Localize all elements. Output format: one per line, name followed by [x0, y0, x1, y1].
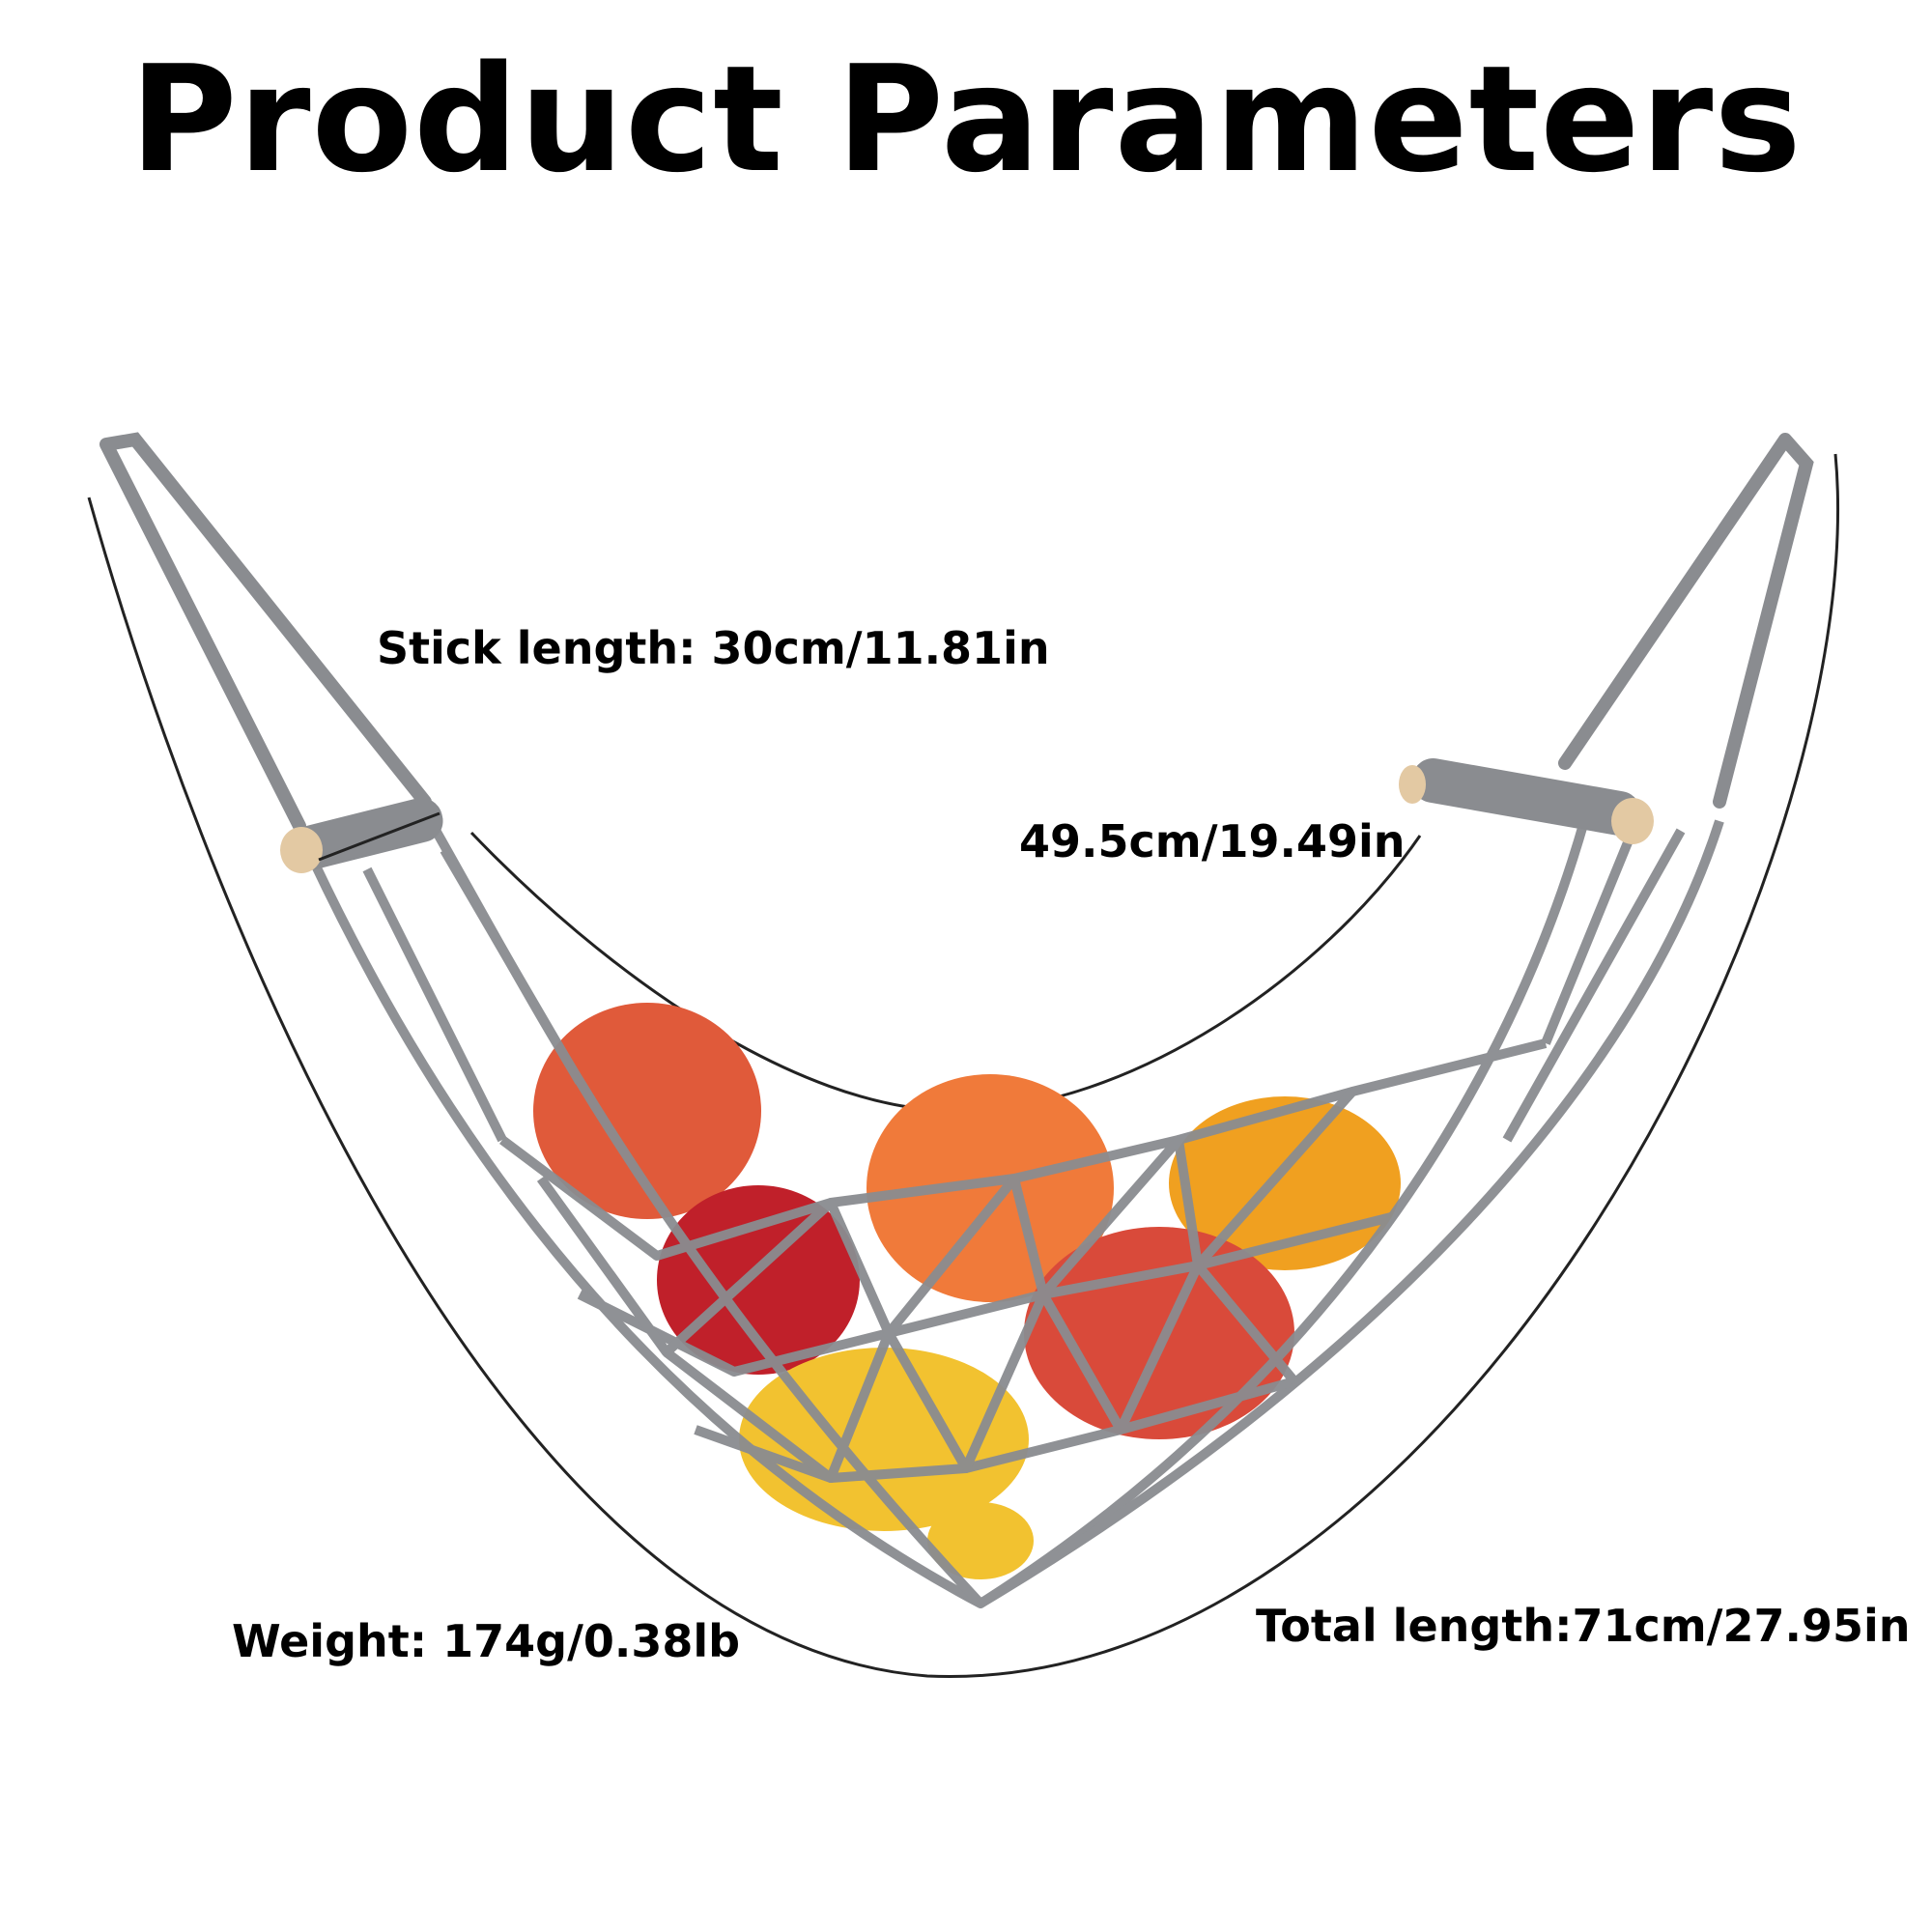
total-length-dimension-line: [87, 453, 1840, 1678]
inner-length-label: 49.5cm/19.49in: [1019, 815, 1406, 867]
stick-length-label: Stick length: 30cm/11.81in: [377, 622, 1050, 674]
wooden-sticks: [280, 757, 1654, 873]
fruits: [533, 1003, 1401, 1579]
page-title: Product Parameters: [129, 34, 1803, 205]
macrame-net: [295, 809, 1724, 1608]
weight-label: Weight: 174g/0.38lb: [232, 1615, 741, 1667]
hanging-loops: [99, 432, 1814, 833]
total-length-label: Total length:71cm/27.95in: [1256, 1600, 1911, 1652]
